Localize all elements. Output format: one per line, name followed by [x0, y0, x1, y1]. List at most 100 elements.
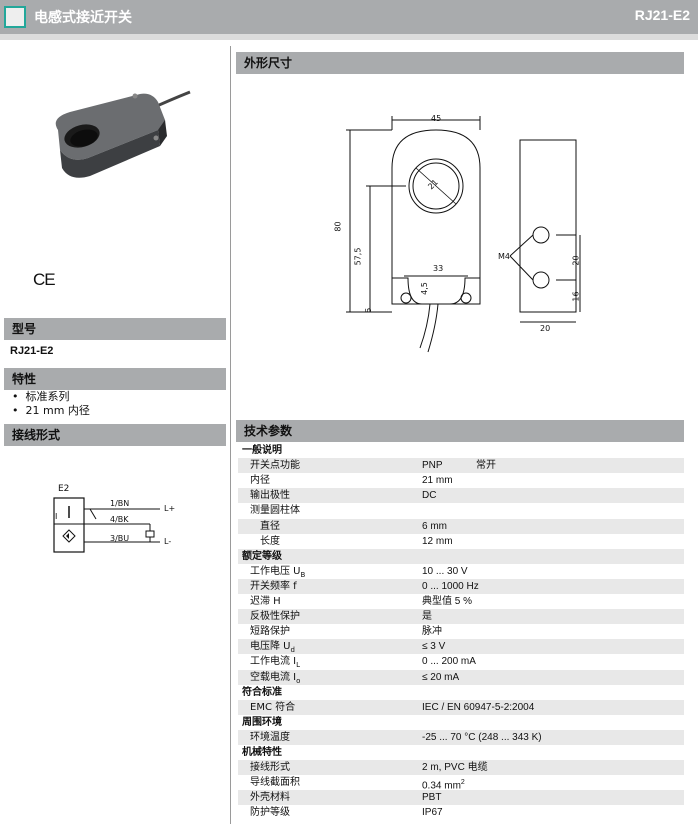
supply-plus: L+	[164, 504, 176, 513]
spec-value-text: 10 ... 30 V	[422, 565, 468, 577]
dim-16: 16	[571, 291, 581, 302]
spec-label: 机械特性	[242, 747, 282, 758]
spec-value-text: ≤ 3 V	[422, 641, 446, 653]
spec-value-text: 0 ... 200 mA	[422, 656, 476, 668]
spec-label: 工作电流 IL	[250, 656, 301, 670]
dimensions-heading: 外形尺寸	[244, 56, 293, 70]
spec-label: 输出极性	[250, 490, 290, 502]
spec-row: 测量圆柱体	[238, 503, 684, 518]
terminal-3: 3/BU	[110, 534, 130, 543]
terminal-4: 4/BK	[110, 515, 129, 524]
model-heading: 型号	[12, 322, 37, 336]
spec-label: 周围环境	[242, 716, 282, 728]
spec-label-subscript: L	[296, 661, 301, 670]
spec-label-subscript: B	[300, 570, 306, 579]
spec-value: 0 ... 1000 Hz	[422, 579, 479, 594]
spec-value-text: 6 mm	[422, 520, 447, 532]
spec-value-superscript: 2	[460, 779, 465, 787]
wiring-heading: 接线形式	[12, 428, 61, 442]
dim-33: 33	[433, 264, 444, 273]
spec-value: PBT	[422, 790, 441, 805]
spec-value-text: PBT	[422, 792, 442, 804]
dim-4-5: 4,5	[419, 282, 429, 295]
spec-label: 工作电压 UB	[250, 565, 306, 579]
spec-value-text: 2 m, PVC 电缆	[422, 762, 488, 774]
wiring-label: E2	[58, 484, 70, 494]
feature-item: • 21 mm 内径	[12, 404, 90, 417]
spec-group-heading: 符合标准	[238, 685, 684, 700]
spec-value-secondary: 常开	[476, 460, 496, 472]
spec-row: 空载电流 Io≤ 20 mA	[238, 669, 684, 685]
spec-value: 典型值 5 %	[422, 594, 472, 609]
spec-group-heading: 机械特性	[238, 745, 684, 760]
model-section-header: 型号	[4, 318, 226, 340]
spec-value: IP67	[422, 805, 443, 820]
dim-20-side: 20	[540, 324, 551, 333]
spec-row: 环境温度-25 ... 70 °C (248 ... 343 K)	[238, 729, 684, 745]
features-section-header: 特性	[4, 368, 226, 390]
spec-label: EMC 符合	[250, 701, 296, 713]
spec-label: 直径	[260, 520, 280, 532]
spec-row: 开关频率 f 0 ... 1000 Hz	[238, 578, 684, 594]
spec-label-subscript: o	[296, 676, 301, 685]
feature-item: • 标准系列	[12, 390, 70, 403]
spec-value-text: 是	[422, 611, 432, 623]
wiring-diagram	[53, 497, 160, 553]
spec-label: 长度	[260, 535, 280, 547]
specs-section-header: 技术参数	[236, 420, 684, 442]
title-bar	[0, 0, 698, 34]
page-title: 电感式接近开关	[34, 10, 132, 26]
spec-label: 环境温度	[250, 731, 290, 743]
spec-value: 12 mm	[422, 534, 453, 549]
spec-label: 内径	[250, 475, 270, 487]
spec-label: 开关频率 f	[250, 580, 297, 592]
spec-value: 6 mm	[422, 519, 447, 534]
product-code: RJ21-E2	[634, 7, 690, 23]
spec-label: 测量圆柱体	[250, 505, 300, 517]
column-divider	[230, 46, 231, 824]
spec-row: EMC 符合 IEC / EN 60947-5-2:2004	[238, 699, 684, 715]
spec-row: 接线形式 2 m, PVC 电缆	[238, 760, 684, 776]
spec-label: 外壳材料	[250, 792, 290, 804]
features-heading: 特性	[12, 372, 37, 386]
spec-value-text: PNP	[422, 460, 443, 472]
terminal-1: 1/BN	[110, 499, 130, 508]
spec-value-text: ≤ 20 mA	[422, 671, 460, 683]
spec-row: 电压降 Ud≤ 3 V	[238, 639, 684, 655]
spec-row: 长度 12 mm	[238, 534, 684, 549]
supply-minus: L-	[164, 537, 172, 546]
dimension-drawing	[346, 116, 581, 353]
dim-6: 6	[364, 307, 374, 314]
dim-45: 45	[431, 114, 442, 123]
spec-label: 接线形式	[250, 762, 290, 774]
spec-value-text: 12 mm	[422, 535, 453, 547]
spec-row: 迟滞 H 典型值 5 %	[238, 594, 684, 609]
spec-row: 外壳材料 PBT	[238, 790, 684, 806]
spec-value: PNP	[422, 458, 443, 473]
spec-value-text: 脉冲	[422, 626, 442, 638]
spec-label: 迟滞 H	[250, 596, 281, 607]
spec-value-text: IP67	[422, 807, 443, 819]
spec-row: 导线截面积 0.34 mm2	[238, 775, 684, 793]
specs-heading: 技术参数	[244, 424, 293, 438]
header-band	[0, 34, 698, 40]
spec-value: 0 ... 200 mA	[422, 654, 476, 669]
spec-group-heading: 周围环境	[238, 715, 684, 730]
spec-value: 脉冲	[422, 624, 442, 639]
spec-value: 0.34 mm2	[422, 775, 465, 793]
dim-57: 57,5	[353, 247, 363, 266]
spec-value-text: IEC / EN 60947-5-2:2004	[422, 701, 535, 713]
spec-value: 2 m, PVC 电缆	[422, 760, 488, 775]
header-logo-square	[4, 6, 26, 28]
spec-label: 导线截面积	[250, 777, 300, 789]
dim-20-vertical: 20	[571, 255, 581, 266]
spec-value-text: 典型值 5 %	[422, 596, 473, 607]
spec-value: ≤ 20 mA	[422, 670, 459, 685]
dimensions-section-header: 外形尺寸	[236, 52, 684, 74]
spec-value-text: 0 ... 1000 Hz	[422, 580, 479, 592]
spec-label: 额定等级	[242, 550, 282, 562]
spec-value: 是	[422, 609, 432, 624]
spec-group-heading: 一般说明	[238, 443, 684, 458]
